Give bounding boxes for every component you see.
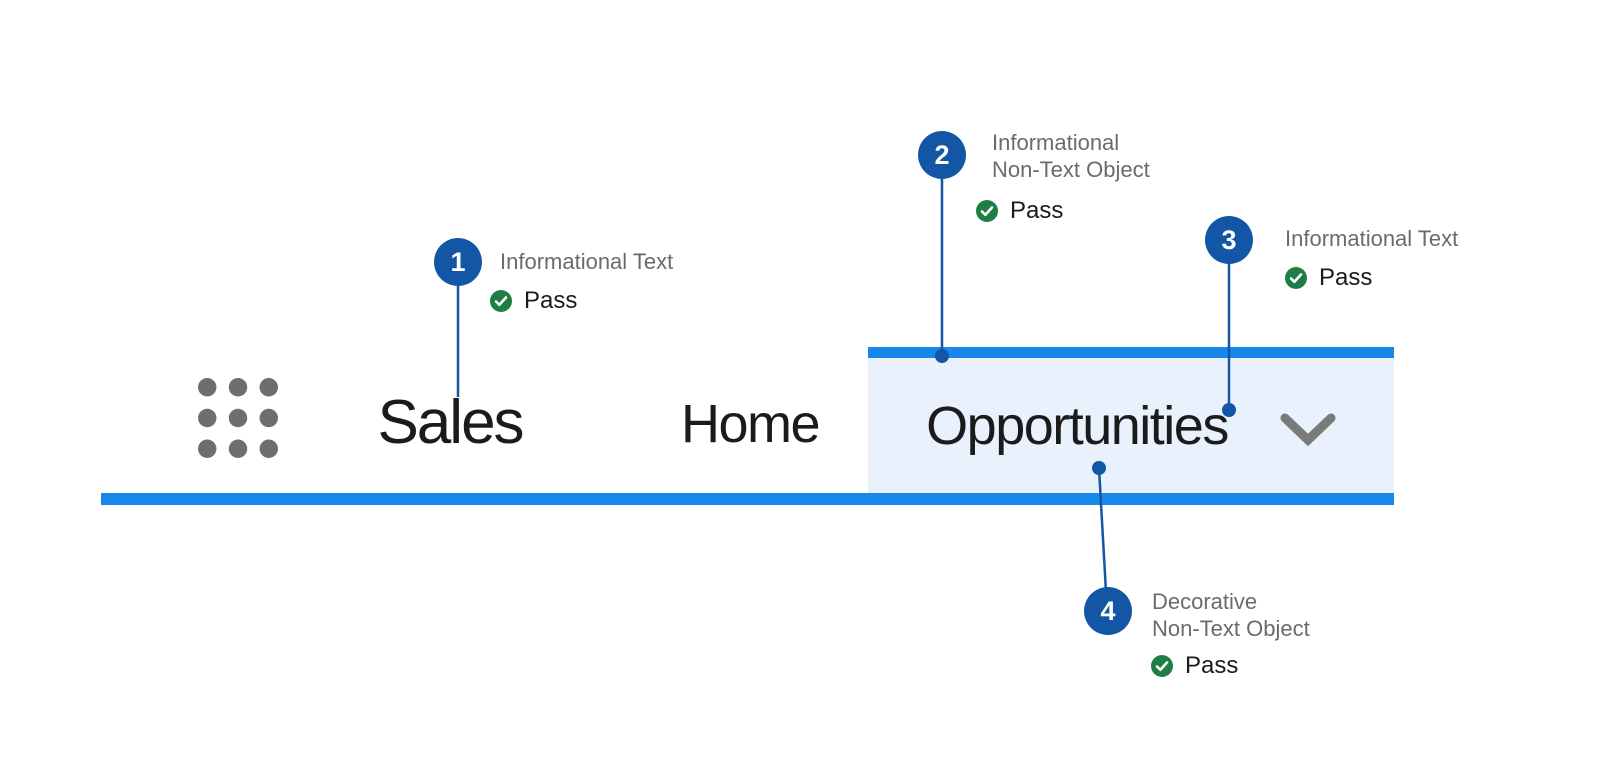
callout-3-number: 3 (1221, 224, 1237, 255)
callout-3-label: Informational Text (1285, 225, 1458, 252)
callout-3-label-line: Informational Text (1285, 226, 1459, 251)
nav-bottom-bar (101, 493, 1394, 505)
tab-body: Opportunities (868, 358, 1394, 493)
callout-3-status: Pass (1285, 264, 1372, 292)
callout-4-status: Pass (1151, 652, 1238, 680)
check-circle-icon (976, 200, 998, 222)
callout-1-label-line: Informational Text (500, 249, 674, 274)
app-title: Sales (377, 387, 524, 457)
callout-2-label-line: Informational (992, 130, 1120, 155)
callout-4-label-line: Decorative (1152, 589, 1258, 614)
callout-1-number: 1 (450, 246, 466, 277)
callout-4-badge: 4 (1084, 587, 1132, 635)
check-circle-icon (490, 290, 512, 312)
callout-4-number: 4 (1100, 595, 1116, 626)
check-circle-icon (1285, 267, 1307, 289)
callout-2-badge: 2 (918, 131, 966, 179)
chevron-down-icon[interactable] (1280, 412, 1336, 446)
status-label: Pass (1185, 652, 1239, 679)
callout-4-label-line: Non-Text Object (1152, 616, 1310, 641)
check-circle-icon (1151, 655, 1173, 677)
status-label: Pass (524, 287, 578, 314)
nav-tab-opportunities[interactable]: Opportunities (868, 347, 1394, 493)
callout-1-badge: 1 (434, 238, 482, 286)
nav-item-opportunities-label: Opportunities (926, 395, 1229, 456)
callout-4-label: Decorative Non-Text Object (1152, 588, 1310, 642)
tab-active-indicator-bar (868, 347, 1394, 358)
callout-2-label: Informational Non-Text Object (992, 129, 1150, 183)
status-label: Pass (1319, 264, 1373, 291)
app-launcher-grid-icon[interactable] (198, 378, 278, 458)
callout-1-label: Informational Text (500, 248, 673, 275)
callout-2-label-line: Non-Text Object (992, 157, 1150, 182)
status-label: Pass (1010, 197, 1064, 224)
callout-2-status: Pass (976, 197, 1063, 225)
callout-1-status: Pass (490, 287, 577, 315)
callout-2-number: 2 (934, 139, 950, 170)
callout-3-badge: 3 (1205, 216, 1253, 264)
nav-item-home[interactable]: Home (680, 394, 821, 454)
